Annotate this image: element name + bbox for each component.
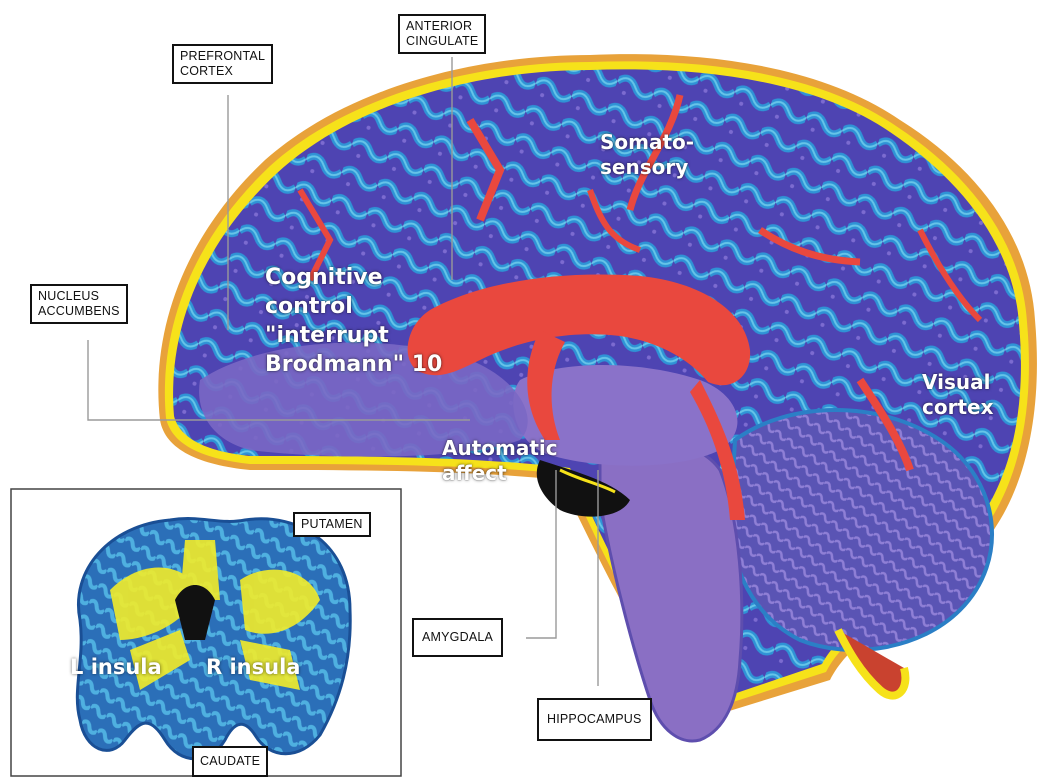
amygdala-callout: AMYGDALA bbox=[412, 618, 503, 657]
r-insula-label: R insula bbox=[206, 655, 300, 679]
hippocampus-callout: HIPPOCAMPUS bbox=[537, 698, 652, 741]
caudate-callout: CAUDATE bbox=[192, 746, 268, 777]
somatosensory-label: Somato- sensory bbox=[600, 130, 694, 180]
visual-cortex-label: Visual cortex bbox=[922, 370, 993, 420]
brainstem bbox=[600, 436, 742, 741]
l-insula-label: L insula bbox=[70, 655, 162, 679]
cognitive-control-label: Cognitive control "interrupt Brodmann" 1… bbox=[265, 263, 442, 379]
nucleus-accumbens-callout: NUCLEUS ACCUMBENS bbox=[30, 284, 128, 324]
putamen-callout: PUTAMEN bbox=[293, 512, 371, 537]
automatic-affect-label: Automatic affect bbox=[442, 436, 558, 486]
prefrontal-cortex-callout: PREFRONTAL CORTEX bbox=[172, 44, 273, 84]
anterior-cingulate-callout: ANTERIOR CINGULATE bbox=[398, 14, 486, 54]
